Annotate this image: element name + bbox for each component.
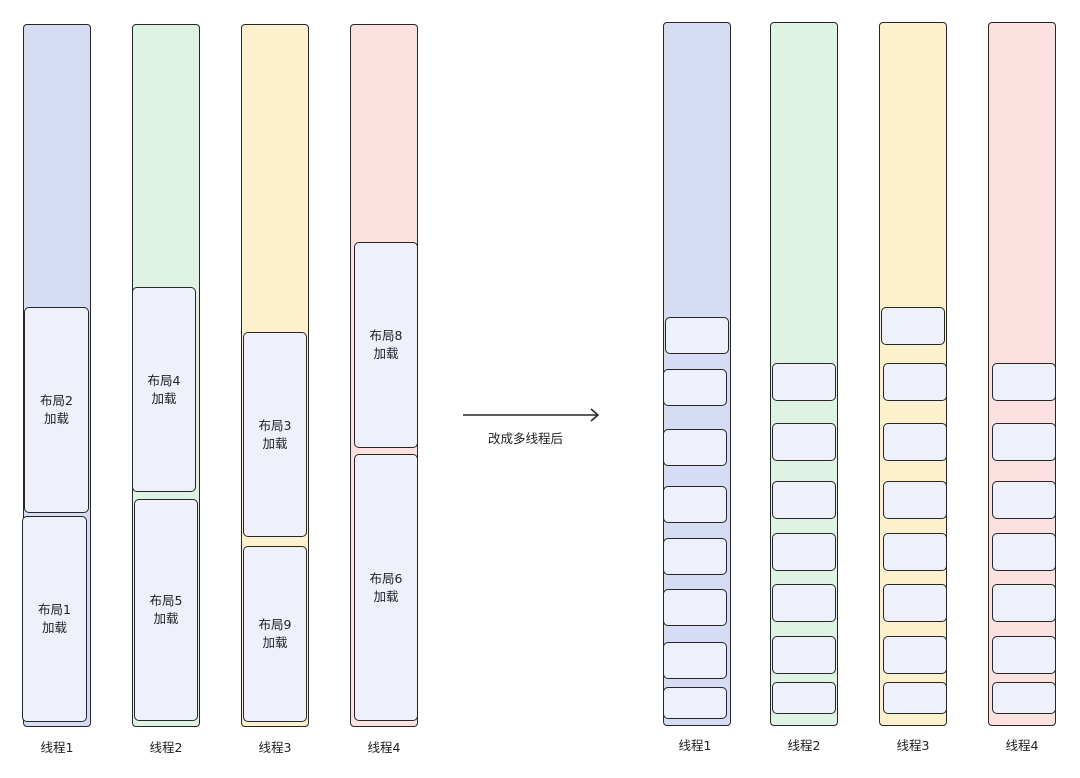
- block-line-1: 布局6: [369, 570, 403, 586]
- block-line-1: 布局4: [147, 372, 181, 388]
- after-thread-3-block: [883, 682, 947, 714]
- block-line-1: 布局1: [38, 602, 71, 617]
- after-thread-2-block: [772, 363, 836, 401]
- after-thread-3-block: [883, 481, 947, 519]
- after-thread-2-block: [772, 682, 836, 714]
- after-thread-1-block: [663, 642, 727, 679]
- after-thread-1-block: [665, 317, 729, 354]
- after-thread-3-label: 线程3: [896, 738, 930, 753]
- after-thread-3-block: [883, 533, 947, 571]
- block-line-2: 加载: [373, 588, 399, 604]
- after-thread-1-label: 线程1: [678, 738, 712, 753]
- after-thread-4-block: [992, 363, 1056, 401]
- after-thread-3-block: [883, 363, 947, 401]
- after-thread-4-block: [992, 481, 1056, 519]
- before-thread-2-block-2: 布局5 加载: [134, 499, 198, 721]
- after-thread-2-block: [772, 481, 836, 519]
- after-thread-1-block: [663, 429, 727, 466]
- after-thread-4-block: [992, 533, 1056, 571]
- before-thread-3-label: 线程3: [258, 740, 292, 755]
- block-line-2: 加载: [151, 390, 177, 406]
- block-line-2: 加载: [153, 611, 179, 626]
- block-line-1: 布局9: [258, 617, 292, 632]
- after-thread-4-block: [992, 584, 1056, 622]
- block-line-1: 布局5: [149, 593, 183, 608]
- after-thread-1-block: [663, 538, 727, 575]
- after-thread-4-block: [992, 423, 1056, 461]
- before-thread-3-block-2: 布局9 加载: [243, 546, 307, 722]
- block-line-2: 加载: [262, 435, 288, 451]
- after-thread-3-block: [881, 307, 945, 345]
- before-thread-1-label: 线程1: [40, 740, 74, 755]
- after-thread-4-block: [992, 682, 1056, 714]
- after-thread-2-block: [772, 423, 836, 461]
- after-thread-1-block: [663, 486, 727, 523]
- after-thread-2-block: [772, 584, 836, 622]
- before-thread-2-block-1: 布局4 加载: [132, 287, 196, 492]
- arrow-caption: 改成多线程后: [488, 431, 564, 446]
- after-thread-1-block: [663, 687, 727, 719]
- after-thread-3-block: [883, 636, 947, 674]
- block-line-1: 布局2: [40, 393, 73, 408]
- before-thread-2-label: 线程2: [149, 740, 183, 755]
- block-line-2: 加载: [373, 346, 399, 361]
- block-line-1: 布局3: [258, 417, 292, 433]
- block-line-2: 加载: [41, 620, 67, 635]
- block-line-2: 加载: [262, 635, 288, 650]
- before-thread-1-block-1: 布局2 加载: [24, 307, 89, 513]
- after-thread-4-block: [992, 636, 1056, 674]
- after-thread-4-label: 线程4: [1005, 738, 1039, 753]
- after-thread-3-block: [883, 584, 947, 622]
- before-thread-4-label: 线程4: [367, 740, 401, 755]
- before-thread-3-block-1: 布局3 加载: [243, 332, 307, 537]
- block-line-1: 布局8: [369, 328, 403, 343]
- after-thread-2-block: [772, 533, 836, 571]
- after-thread-1-block: [663, 589, 727, 626]
- before-thread-4-block-2: 布局6 加载: [354, 454, 418, 721]
- block-line-2: 加载: [43, 411, 69, 426]
- arrow-head: [590, 408, 600, 422]
- before-thread-1-block-2: 布局1 加载: [22, 516, 87, 722]
- after-thread-2-block: [772, 636, 836, 674]
- transition-arrow: [463, 408, 600, 422]
- after-thread-2-label: 线程2: [787, 738, 821, 753]
- after-thread-3-block: [883, 423, 947, 461]
- after-thread-1-block: [663, 369, 727, 406]
- before-thread-4-block-1: 布局8 加载: [354, 242, 418, 448]
